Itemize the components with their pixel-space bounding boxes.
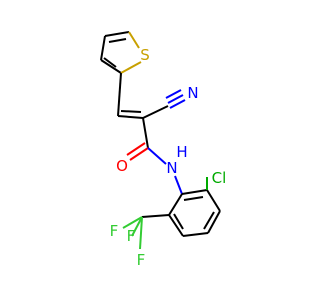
bond-c4-c5 — [104, 31, 130, 37]
bond-nitrile-triple-3 — [165, 89, 182, 99]
bond-c5-s — [128, 31, 140, 49]
bond-a5-a6 — [168, 214, 184, 237]
thiophene-ring — [100, 31, 142, 74]
bond-alpha-carbonyl — [142, 117, 149, 149]
bond-a1-a2 — [181, 189, 208, 195]
bond-c2-c3 — [100, 59, 122, 74]
bond-nitrogen-aryl — [174, 175, 183, 195]
amide-hydrogen-label: H — [176, 143, 187, 161]
carbonyl-oxygen-label: O — [116, 157, 128, 175]
bond-a6-a1 — [168, 193, 183, 216]
bond-c4-c5-double — [108, 38, 127, 43]
bond-a1-a2-double — [183, 196, 204, 201]
bond-cf3-f-left — [122, 216, 143, 229]
bond-a3-a4 — [207, 210, 221, 234]
trifluoromethyl-group — [122, 216, 143, 250]
bond-alpha-nitrile-carbon — [142, 105, 169, 119]
bond-nitrile-triple-1 — [167, 94, 184, 104]
fluorine-lower-label: F — [137, 251, 146, 269]
bond-c3-c3-double — [103, 57, 117, 68]
bond-carbonyl-nitrogen — [147, 147, 167, 165]
bond-vinyl-double-inner — [120, 110, 142, 113]
sulfur-atom-label: S — [140, 46, 150, 64]
molecule-structure: S N O N H Cl F F F — [100, 31, 227, 269]
fluorine-left-label: F — [110, 222, 119, 240]
atom-labels: S N O N H Cl F F F — [110, 46, 227, 269]
bond-thiophene-vinyl — [117, 72, 122, 117]
amide-nitrogen-label: N — [166, 159, 177, 177]
bond-s-c2 — [120, 61, 142, 74]
bond-c3-c4 — [100, 35, 106, 61]
nitrile-nitrogen-label: N — [187, 84, 198, 102]
bond-ring-cf3 — [141, 214, 170, 218]
chlorine-atom-label: Cl — [212, 169, 227, 187]
bond-vinyl-double-outer — [117, 115, 144, 119]
bond-a5-a6-double — [173, 213, 184, 230]
bond-a2-a3 — [206, 189, 221, 212]
bond-a4-a5 — [182, 232, 209, 237]
bond-cf3-f-lower — [139, 216, 143, 250]
molecule-canvas: S N O N H Cl F F F — [100, 31, 227, 269]
fluorine-upper-label: F — [127, 227, 136, 245]
bond-carbonyl-oxygen-2 — [126, 142, 146, 156]
bond-carbonyl-oxygen-1 — [129, 147, 149, 161]
bond-cf3-f-upper — [131, 216, 143, 237]
bond-a3-a4-double — [203, 211, 215, 230]
acrylamide-linker — [117, 72, 186, 195]
bond-nitrile-triple-2 — [169, 99, 186, 109]
chlorotrifluoromethylphenyl-ring — [141, 177, 221, 237]
